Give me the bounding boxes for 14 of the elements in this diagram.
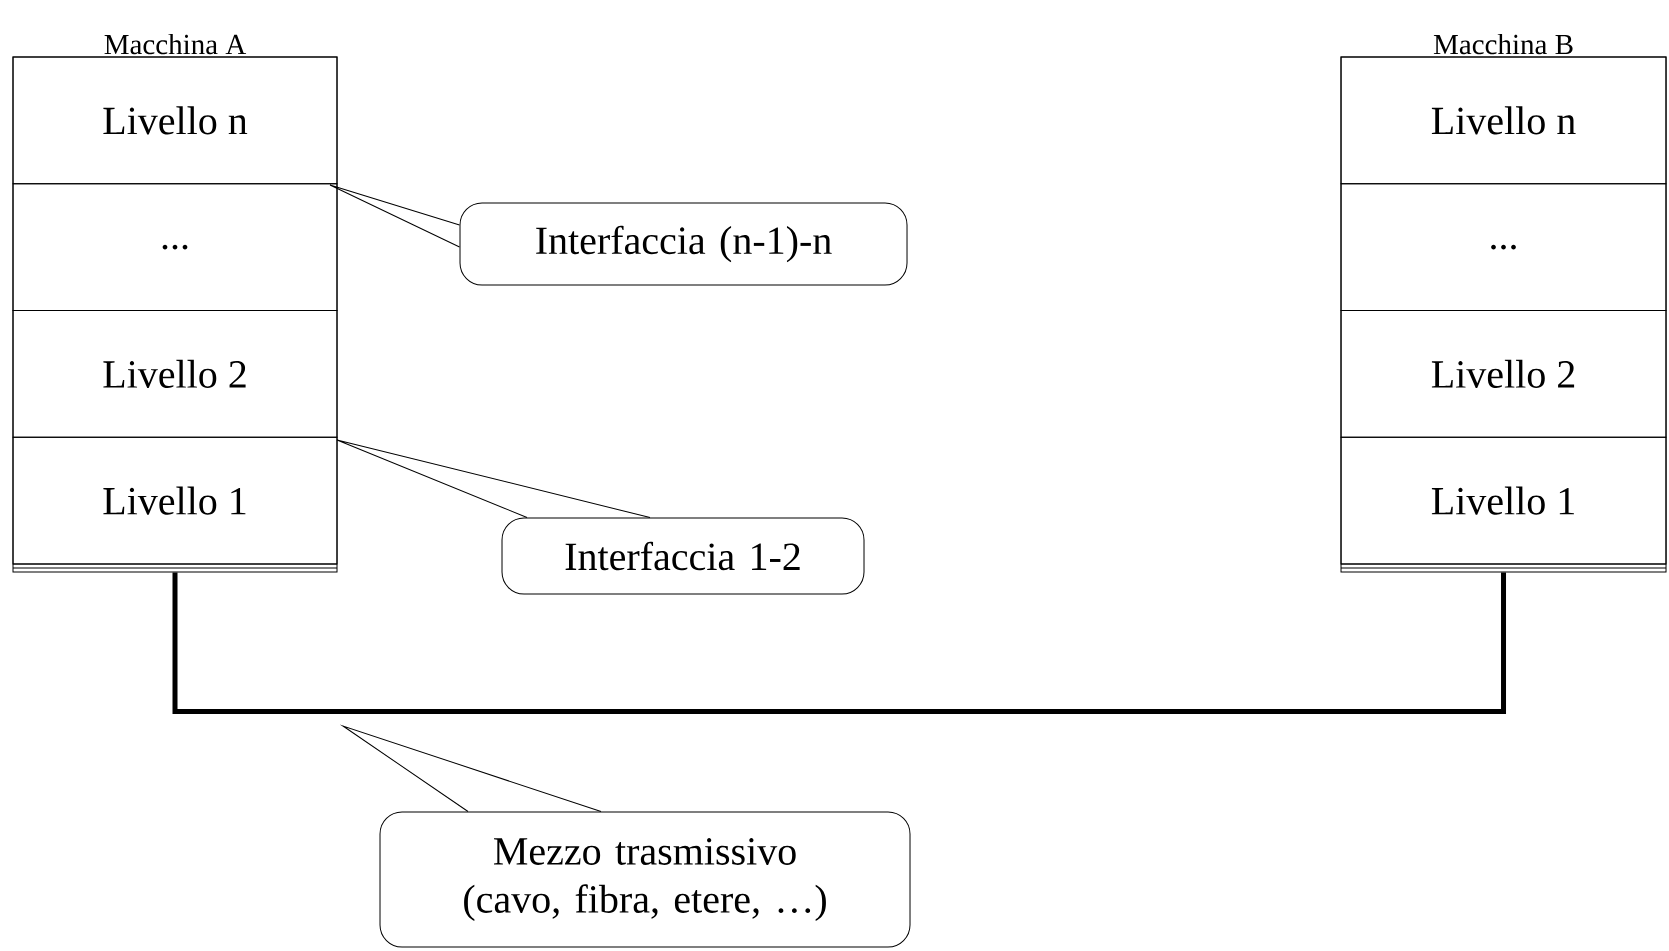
- layer-box: ...: [1340, 183, 1667, 311]
- callout-box: Interfaccia (n-1)-n: [459, 202, 908, 286]
- layer-box: Livello n: [1340, 56, 1667, 185]
- layer-box: Livello 2: [12, 310, 338, 438]
- cable-line: [172, 572, 1506, 714]
- layer-box: Livello 1: [1340, 436, 1667, 565]
- node-label: Macchina B: [1433, 33, 1573, 55]
- node-label: Macchina A: [104, 33, 247, 55]
- layer-box: Livello 2: [1340, 310, 1667, 438]
- layer-box: Livello 1: [12, 436, 338, 565]
- callout-box: Mezzo trasmissivo (cavo, fibra, etere, …): [379, 811, 911, 948]
- callout-box: Interfaccia 1-2: [501, 517, 865, 595]
- layer-box: Livello n: [12, 56, 338, 185]
- layer-box: ...: [12, 183, 338, 311]
